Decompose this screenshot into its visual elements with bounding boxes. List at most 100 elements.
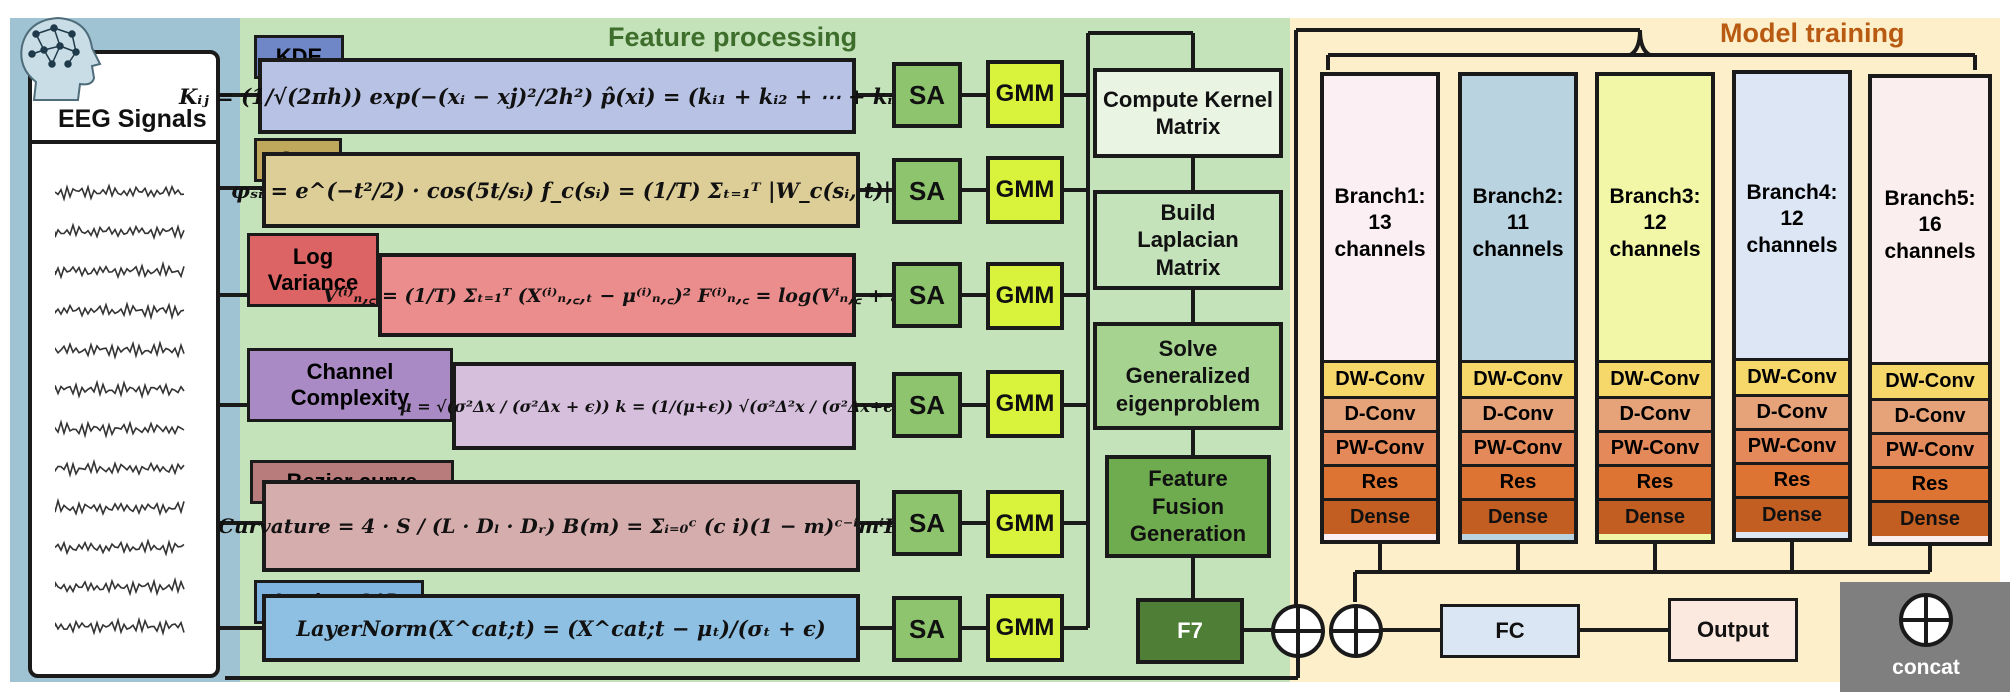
- branch-3-channels: 12: [1643, 211, 1667, 235]
- branch-5-name: Branch5:: [1884, 187, 1976, 210]
- concat-legend-icon: [1899, 593, 1953, 647]
- branch-5-unit: channels: [1884, 239, 1976, 263]
- bezier-formula: Curvature = 4 · S / (L · Dₗ · Dᵣ) B(m) =…: [218, 480, 904, 572]
- sa-box-log-variance: SA: [892, 262, 962, 328]
- eeg-wave-9: [55, 497, 185, 517]
- branch-4-layer-dense: Dense: [1736, 496, 1848, 532]
- gmm-box-bezier: GMM: [986, 490, 1064, 558]
- branch-4-label: Branch4: 12 channels: [1736, 180, 1848, 259]
- branch-5-layer-d-conv: D-Conv: [1872, 398, 1988, 432]
- eeg-wave-3: [55, 260, 185, 280]
- eeg-wave-6: [55, 379, 185, 400]
- solve-eigenproblem-box: Solve Generalized eigenproblem: [1093, 322, 1283, 430]
- fc-box: FC: [1440, 604, 1580, 658]
- compute-kernel-matrix-box: Compute Kernel Matrix: [1093, 68, 1283, 158]
- branch-3-layer-d-conv: D-Conv: [1599, 396, 1711, 430]
- branch-2-layer-res: Res: [1462, 464, 1574, 498]
- branch-4-channels: 12: [1780, 207, 1804, 231]
- branch-4-layer-d-conv: D-Conv: [1736, 394, 1848, 428]
- branch-2-layer-pw-conv: PW-Conv: [1462, 430, 1574, 464]
- branch-2-label: Branch2: 11 channels: [1462, 184, 1574, 263]
- eeg-wave-2: [55, 222, 185, 241]
- branch-1-name: Branch1:: [1334, 185, 1426, 208]
- branch-1-layer-dense: Dense: [1324, 498, 1436, 534]
- branch-3-label: Branch3: 12 channels: [1599, 184, 1711, 263]
- eeg-wave-12: [55, 616, 185, 637]
- gmm-box-log-variance: GMM: [986, 262, 1064, 330]
- concat-legend-label: concat: [1892, 656, 1960, 679]
- branch-5-layer-pw-conv: PW-Conv: [1872, 432, 1988, 466]
- eeg-wave-10: [55, 538, 185, 557]
- branch-2-layer-dense: Dense: [1462, 498, 1574, 534]
- branch-5-label: Branch5: 16 channels: [1872, 186, 1988, 265]
- branch-3-layer-res: Res: [1599, 464, 1711, 498]
- feature-fusion-generation-box: Feature Fusion Generation: [1105, 455, 1271, 558]
- sa-box-kde: SA: [892, 62, 962, 128]
- laplace-formula: LayerNorm(X^cat;t) = (X^cat;t − μₜ)/(σₜ …: [262, 594, 860, 662]
- concat-node-1: [1271, 604, 1325, 658]
- sa-box-complexity: SA: [892, 372, 962, 438]
- branch-2-layer-dw-conv: DW-Conv: [1462, 360, 1574, 396]
- gmm-box-kde: GMM: [986, 60, 1064, 128]
- output-box: Output: [1668, 598, 1798, 662]
- branch-3-unit: channels: [1609, 237, 1701, 261]
- sa-box-cwt: SA: [892, 158, 962, 224]
- cwt-formula: φₛᵢ = e^(−t²/2) · cos(5t/sᵢ) f_c(sᵢ) = (…: [231, 152, 891, 228]
- branch-1-layer-res: Res: [1324, 464, 1436, 498]
- eeg-waveforms: [55, 183, 185, 637]
- branch-3-layer-pw-conv: PW-Conv: [1599, 430, 1711, 464]
- eeg-wave-5: [55, 340, 185, 360]
- gmm-box-cwt: GMM: [986, 156, 1064, 224]
- branch-1-unit: channels: [1334, 237, 1426, 261]
- eeg-signals-title: EEG Signals: [58, 105, 207, 133]
- branch-4-layer-res: Res: [1736, 462, 1848, 496]
- branch-1-channels: 13: [1368, 211, 1392, 235]
- eeg-wave-7: [55, 419, 185, 439]
- sa-box-bezier: SA: [892, 490, 962, 556]
- log-variance-tag: Log Variance: [247, 233, 379, 307]
- branch-5-layer-dense: Dense: [1872, 500, 1988, 536]
- feature-processing-title: Feature processing: [608, 22, 858, 52]
- branch-3-layer-dense: Dense: [1599, 498, 1711, 534]
- eeg-wave-11: [55, 576, 185, 597]
- branch-4-layer-pw-conv: PW-Conv: [1736, 428, 1848, 462]
- concat-node-2: [1329, 604, 1383, 658]
- brain-head-icon: [20, 16, 102, 101]
- branch-2-channels: 11: [1506, 211, 1530, 235]
- branch-3-name: Branch3:: [1609, 185, 1701, 208]
- branch-4-unit: channels: [1746, 233, 1838, 257]
- branch-2-layer-d-conv: D-Conv: [1462, 396, 1574, 430]
- branch-5-channels: 16: [1918, 213, 1942, 237]
- build-laplacian-matrix-box: Build Laplacian Matrix: [1093, 190, 1283, 290]
- branch-5-layer-res: Res: [1872, 466, 1988, 500]
- channel-complexity-formula: μ = √(σ²Δx / (σ²Δx + ϵ)) k = (1/(μ+ϵ)) √…: [400, 362, 908, 450]
- kde-formula: Kᵢⱼ = (1/√(2πh)) exp(−(xᵢ − xj)²/2h²) p̂…: [179, 58, 935, 134]
- log-variance-formula: V⁽ⁱ⁾ₙ,꜀ = (1/T) Σₜ₌₁ᵀ (X⁽ⁱ⁾ₙ,꜀,ₜ − μ⁽ⁱ⁾ₙ…: [323, 253, 911, 337]
- branch-2-unit: channels: [1472, 237, 1564, 261]
- eeg-wave-1: [55, 183, 185, 202]
- sa-box-laplace: SA: [892, 596, 962, 662]
- model-training-title: Model training: [1720, 18, 1905, 48]
- branch-4-name: Branch4:: [1746, 181, 1838, 204]
- branch-1-layer-dw-conv: DW-Conv: [1324, 360, 1436, 396]
- gmm-box-complexity: GMM: [986, 370, 1064, 438]
- branch-1-layer-d-conv: D-Conv: [1324, 396, 1436, 430]
- branch-3-layer-dw-conv: DW-Conv: [1599, 360, 1711, 396]
- eeg-signals-box: [28, 50, 220, 678]
- eeg-wave-8: [55, 458, 185, 478]
- branch-5-layer-dw-conv: DW-Conv: [1872, 362, 1988, 398]
- f7-box: F7: [1136, 598, 1244, 664]
- channel-complexity-tag: Channel Complexity: [247, 348, 453, 422]
- branch-4-layer-dw-conv: DW-Conv: [1736, 358, 1848, 394]
- branch-1-label: Branch1: 13 channels: [1324, 184, 1436, 263]
- eeg-header-divider: [28, 140, 220, 144]
- gmm-box-laplace: GMM: [986, 594, 1064, 662]
- branch-2-name: Branch2:: [1472, 185, 1564, 208]
- eeg-wave-4: [55, 301, 185, 321]
